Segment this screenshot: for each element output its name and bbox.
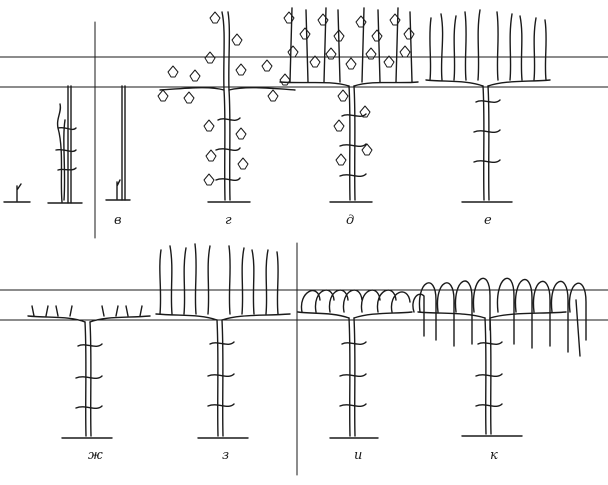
panel-label-z: з xyxy=(222,448,229,463)
panel-g: г xyxy=(157,11,296,228)
panel-label-i: и xyxy=(354,448,362,463)
panel-e: е xyxy=(425,9,551,228)
bottom-row-wires xyxy=(0,289,608,321)
panel-label-d: д xyxy=(346,213,354,228)
stage-seedling xyxy=(3,183,31,203)
panel-label-k: к xyxy=(490,448,498,463)
panel-zh: ж xyxy=(27,305,151,463)
panel-v: в xyxy=(105,85,131,228)
leaf-grid xyxy=(283,11,415,166)
panel-label-zh: ж xyxy=(88,448,103,463)
panel-d: д xyxy=(279,7,419,228)
top-row-wires xyxy=(0,56,608,88)
stage-stake-young xyxy=(47,85,83,204)
panel-z: з xyxy=(155,243,291,463)
panel-dividers xyxy=(94,21,298,476)
panel-label-g: г xyxy=(225,213,232,228)
panel-k: к xyxy=(412,277,587,463)
panel-i: и xyxy=(297,289,413,463)
panel-label-v: в xyxy=(114,213,122,228)
panel-label-e: е xyxy=(484,213,492,228)
